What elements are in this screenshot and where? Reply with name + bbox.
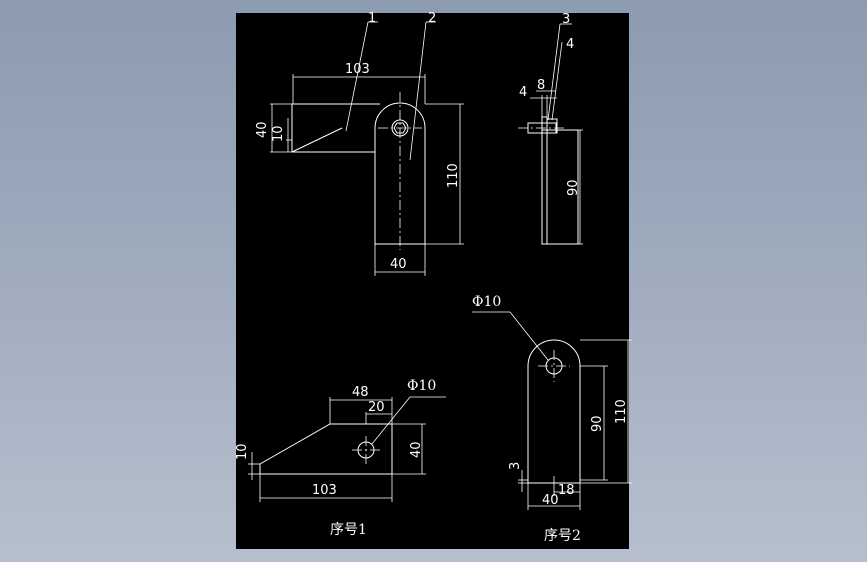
part1-hole-label: Φ10 (407, 378, 436, 394)
dim-103-label: 103 (345, 62, 370, 77)
plate-1-outline (291, 103, 380, 153)
dim-40-label: 40 (255, 121, 270, 138)
callout-1: 1 (368, 11, 376, 26)
part2-dim-90: 90 (590, 415, 605, 432)
part1-dim-48: 48 (352, 385, 369, 400)
assembly-side-view: 4 8 90 3 4 (518, 12, 583, 245)
part2-dim-40: 40 (542, 493, 559, 508)
part-1-detail: 48 20 Φ10 40 10 103 序号1 (235, 378, 446, 538)
part2-caption: 序号2 (544, 528, 581, 544)
part1-caption: 序号1 (330, 522, 367, 538)
dim-8-label: 8 (537, 78, 545, 93)
callout-4: 4 (566, 37, 574, 52)
dim-40-bottom-label: 40 (390, 257, 407, 272)
dim-110-label: 110 (446, 163, 461, 188)
plate-2-outline (374, 102, 426, 245)
plate-1-chamfer (291, 127, 343, 153)
part1-dim-20: 20 (368, 400, 385, 415)
part1-dim-10: 10 (235, 443, 250, 460)
part2-dim-18: 18 (558, 483, 575, 498)
part2-dim-3: 3 (508, 462, 523, 470)
side-plate-2 (541, 129, 579, 245)
drawing-sheet (236, 13, 629, 549)
part1-dim-40: 40 (409, 441, 424, 458)
side-plate-1 (541, 116, 548, 245)
part2-hole-label: Φ10 (472, 294, 501, 310)
part2-dim-110: 110 (614, 399, 629, 424)
callout-3: 3 (562, 12, 570, 27)
part-1-outline (259, 423, 393, 475)
dim-10-label: 10 (271, 125, 286, 142)
dim-90-label: 90 (566, 179, 581, 196)
nut-hexagon (393, 122, 407, 134)
dim-4-label: 4 (519, 85, 527, 100)
assembly-front-view: 103 40 10 110 40 1 2 (255, 11, 464, 276)
part-2-detail: Φ10 90 110 3 40 18 序号2 (472, 294, 632, 544)
part-2-outline (527, 339, 581, 484)
part1-dim-103: 103 (312, 483, 337, 498)
callout-2: 2 (428, 11, 436, 26)
